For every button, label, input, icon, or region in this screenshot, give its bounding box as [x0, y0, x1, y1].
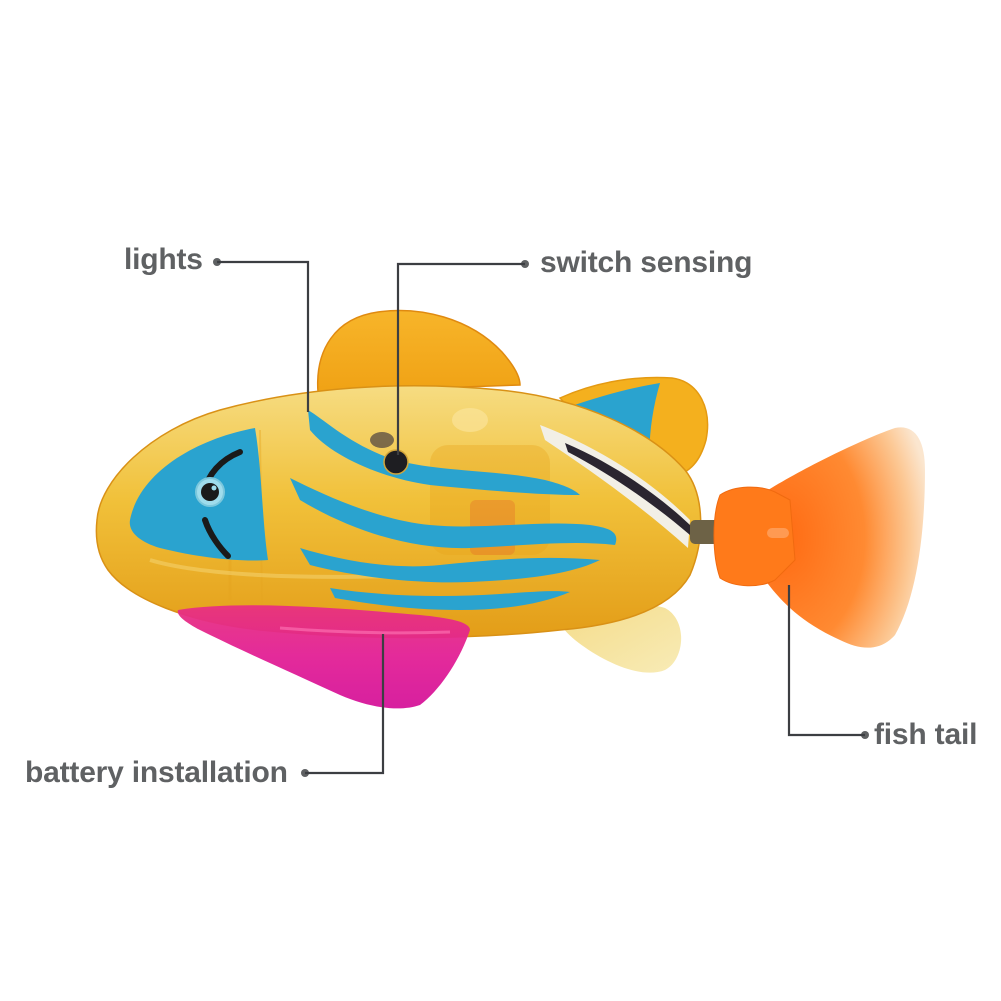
body-stripes: [290, 410, 617, 610]
eye: [195, 449, 243, 559]
battery-leader: [301, 634, 385, 777]
tail-leader: [787, 585, 869, 739]
lights-leader: [213, 258, 310, 412]
dorsal-fin: [316, 309, 521, 393]
switch-leader: [396, 260, 529, 455]
leader-lines: [213, 258, 869, 777]
tail-band: [540, 425, 690, 548]
callout-label-fish-tail: fish tail: [874, 718, 978, 751]
callout-label-lights: lights: [124, 243, 203, 276]
tail-axle: [690, 520, 720, 544]
switch-sensor: [370, 432, 409, 475]
fish-tail: [713, 427, 925, 648]
callout-label-battery-installation: battery installation: [25, 756, 288, 789]
battery-cover: [177, 605, 470, 709]
callout-label-switch-sensing: switch sensing: [540, 246, 753, 279]
